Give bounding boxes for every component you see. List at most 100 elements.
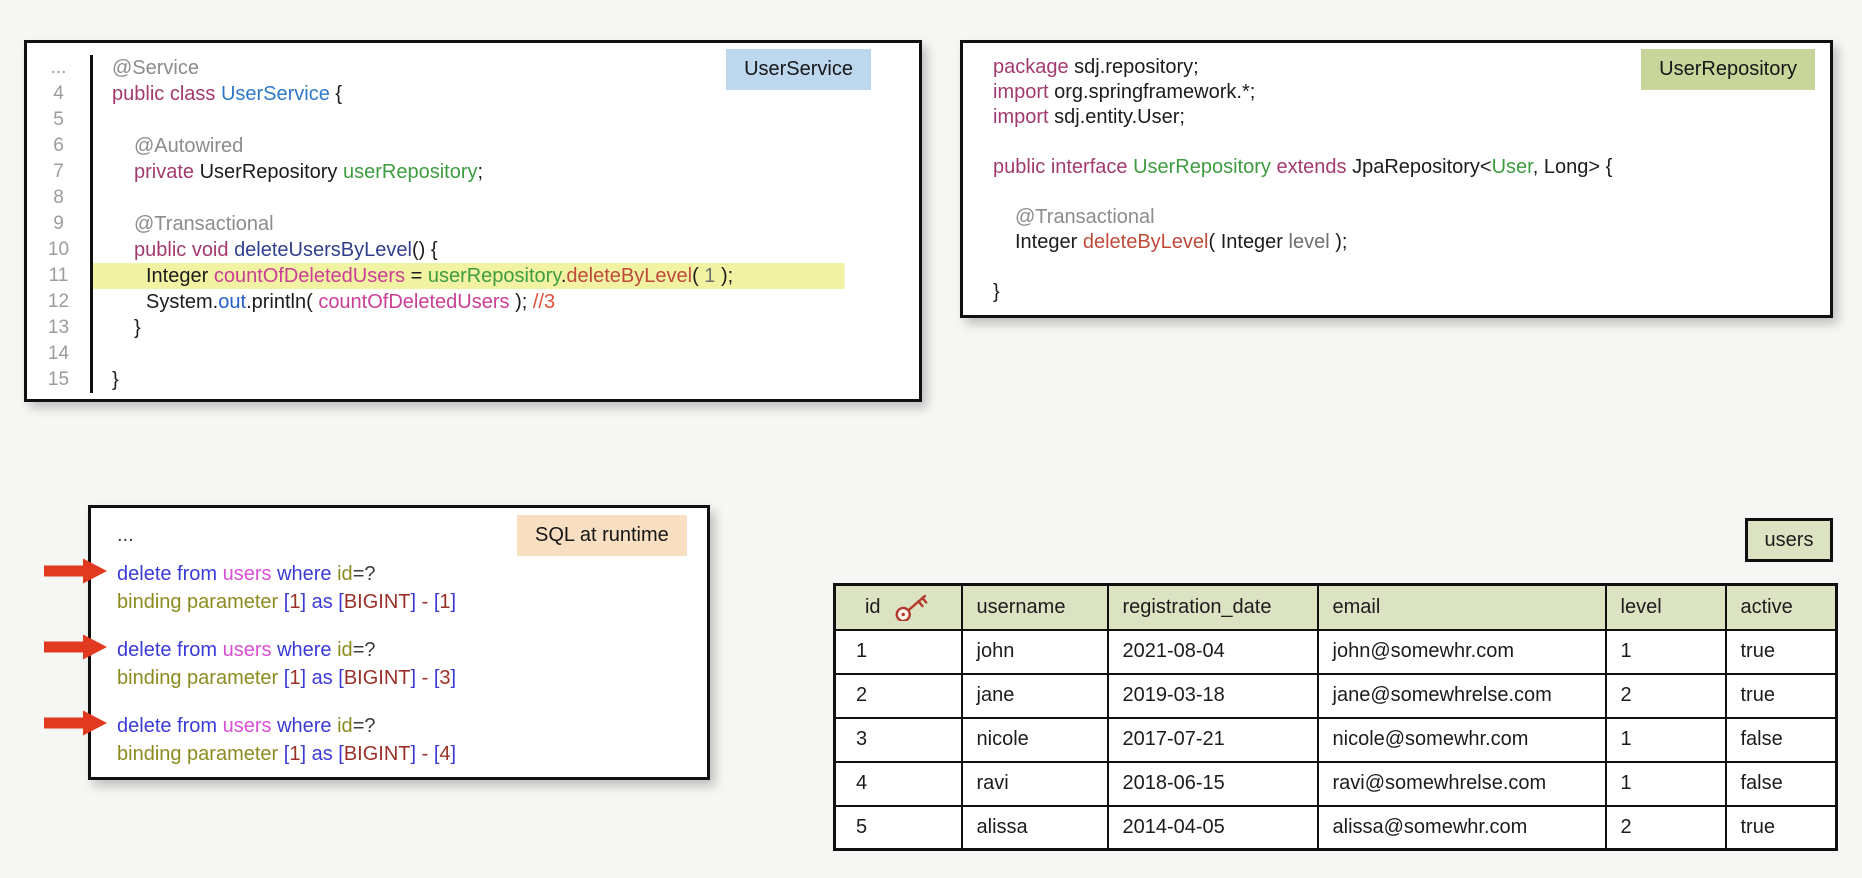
table-cell: alissa@somewhr.com bbox=[1316, 804, 1607, 851]
code-token-sb: ] bbox=[300, 591, 312, 613]
code-line bbox=[993, 130, 1830, 155]
table-cell: 1 bbox=[833, 628, 963, 675]
code-token-pl: JpaRepository< bbox=[1352, 156, 1492, 178]
red-arrow-icon bbox=[44, 558, 107, 584]
line-number: 10 bbox=[47, 239, 70, 260]
code-token-sb: [ bbox=[433, 743, 440, 765]
user-service-title-badge: UserService bbox=[726, 49, 871, 90]
code-line: 5 bbox=[27, 107, 919, 133]
user-repository-title-badge: UserRepository bbox=[1641, 49, 1815, 90]
code-token-sb: ] bbox=[450, 667, 457, 689]
code-token-pl: Integer bbox=[146, 265, 214, 287]
code-token-pk: countOfDeletedUsers bbox=[213, 265, 406, 287]
code-token-pl: sdj.entity.User; bbox=[1054, 106, 1185, 128]
red-arrow-icon bbox=[44, 710, 107, 736]
code-token-kw: private bbox=[134, 161, 200, 183]
code-token-sm: - bbox=[416, 667, 434, 689]
code-token-sb: delete from bbox=[117, 715, 223, 737]
code-line: ...@Service bbox=[27, 55, 919, 81]
code-token-ann: @Transactional bbox=[134, 213, 274, 235]
table-cell: 2 bbox=[833, 672, 963, 719]
code-line: @Transactional bbox=[993, 205, 1830, 230]
code-text: @Autowired bbox=[90, 133, 919, 159]
table-cell: 1 bbox=[1604, 716, 1727, 763]
code-line: package sdj.repository; bbox=[993, 55, 1830, 80]
code-token-sm: - bbox=[416, 591, 434, 613]
table-header-cell-email: email bbox=[1316, 583, 1607, 631]
code-token-sb: [ bbox=[433, 667, 440, 689]
code-token-pl: . bbox=[560, 265, 567, 287]
code-token-sd: =? bbox=[352, 639, 376, 661]
code-text: @Transactional bbox=[90, 211, 919, 237]
line-number: 4 bbox=[53, 83, 64, 104]
code-token-sb: [ bbox=[338, 743, 344, 765]
code-token-so: id bbox=[337, 639, 353, 661]
code-token-sb: [ bbox=[338, 667, 344, 689]
code-token-kw: package bbox=[993, 56, 1075, 78]
code-token-sb: as bbox=[311, 667, 339, 689]
user-repository-code-panel: package sdj.repository;import org.spring… bbox=[960, 40, 1833, 318]
table-cell: ravi@somewhrelse.com bbox=[1316, 760, 1607, 807]
code-token-sb: ] bbox=[300, 743, 312, 765]
code-text bbox=[90, 107, 919, 133]
code-token-sp: users bbox=[222, 639, 272, 661]
code-token-pl: ( Integer bbox=[1208, 231, 1289, 253]
code-token-so: binding parameter bbox=[117, 743, 284, 765]
line-number: 9 bbox=[53, 213, 64, 234]
line-number: 8 bbox=[53, 187, 64, 208]
line-number: 12 bbox=[47, 291, 70, 312]
line-number: 11 bbox=[48, 265, 69, 286]
code-token-sb: delete from bbox=[117, 639, 223, 661]
code-token-sb: [ bbox=[338, 591, 344, 613]
code-text bbox=[90, 341, 919, 367]
code-token-sb: ] bbox=[450, 591, 457, 613]
code-token-sm: 3 bbox=[439, 667, 451, 689]
code-token-sp: users bbox=[222, 715, 272, 737]
code-token-kw: public interface bbox=[993, 156, 1134, 178]
table-cell: jane@somewhrelse.com bbox=[1316, 672, 1607, 719]
red-arrow-icon-3 bbox=[44, 710, 108, 736]
code-token-sb: ] bbox=[410, 667, 417, 689]
code-token-ann: @Autowired bbox=[134, 135, 244, 157]
table-header-cell-id: id bbox=[833, 583, 963, 631]
code-token-tyb: UserService bbox=[220, 83, 330, 105]
code-token-so: id bbox=[337, 715, 353, 737]
code-token-sb: ] bbox=[410, 743, 417, 765]
users-table-title-badge: users bbox=[1745, 518, 1833, 562]
line-number: 6 bbox=[53, 135, 64, 156]
code-token-sb: [ bbox=[283, 667, 290, 689]
code-token-pl: } bbox=[112, 369, 119, 391]
table-cell: john bbox=[960, 628, 1109, 675]
sql-binding-line: binding parameter [1] as [BIGINT] - [4] bbox=[117, 740, 707, 768]
code-token-sb: ] bbox=[450, 743, 457, 765]
code-token-pl: ; bbox=[477, 161, 484, 183]
code-line: 6 @Autowired bbox=[27, 133, 919, 159]
code-text: System.out.println( countOfDeletedUsers … bbox=[90, 289, 919, 315]
user-repository-code: package sdj.repository;import org.spring… bbox=[993, 55, 1830, 305]
sql-delete-line: delete from users where id=? bbox=[117, 712, 707, 740]
code-token-sm: BIGINT bbox=[343, 743, 411, 765]
code-token-pl: Integer bbox=[1015, 231, 1083, 253]
code-token-rd: deleteByLevel bbox=[566, 265, 693, 287]
code-token-pl: sdj.repository; bbox=[1074, 56, 1199, 78]
code-token-ann: @Transactional bbox=[1015, 206, 1155, 228]
code-text: private UserRepository userRepository; bbox=[90, 159, 919, 185]
code-text: public class UserService { bbox=[90, 81, 919, 107]
code-token-sm: 1 bbox=[439, 591, 451, 613]
table-header-cell-registration_date: registration_date bbox=[1106, 583, 1319, 631]
code-token-pl: ); bbox=[509, 291, 528, 313]
code-token-sb: ] bbox=[300, 667, 312, 689]
table-cell: ravi bbox=[960, 760, 1109, 807]
table-cell: 4 bbox=[833, 760, 963, 807]
code-token-tyg: userRepository bbox=[342, 161, 478, 183]
code-text bbox=[90, 185, 919, 211]
sql-binding-line: binding parameter [1] as [BIGINT] - [1] bbox=[117, 588, 707, 616]
code-line: import org.springframework.*; bbox=[993, 80, 1830, 105]
code-token-sd: =? bbox=[352, 563, 376, 585]
code-line: 15} bbox=[27, 367, 919, 393]
